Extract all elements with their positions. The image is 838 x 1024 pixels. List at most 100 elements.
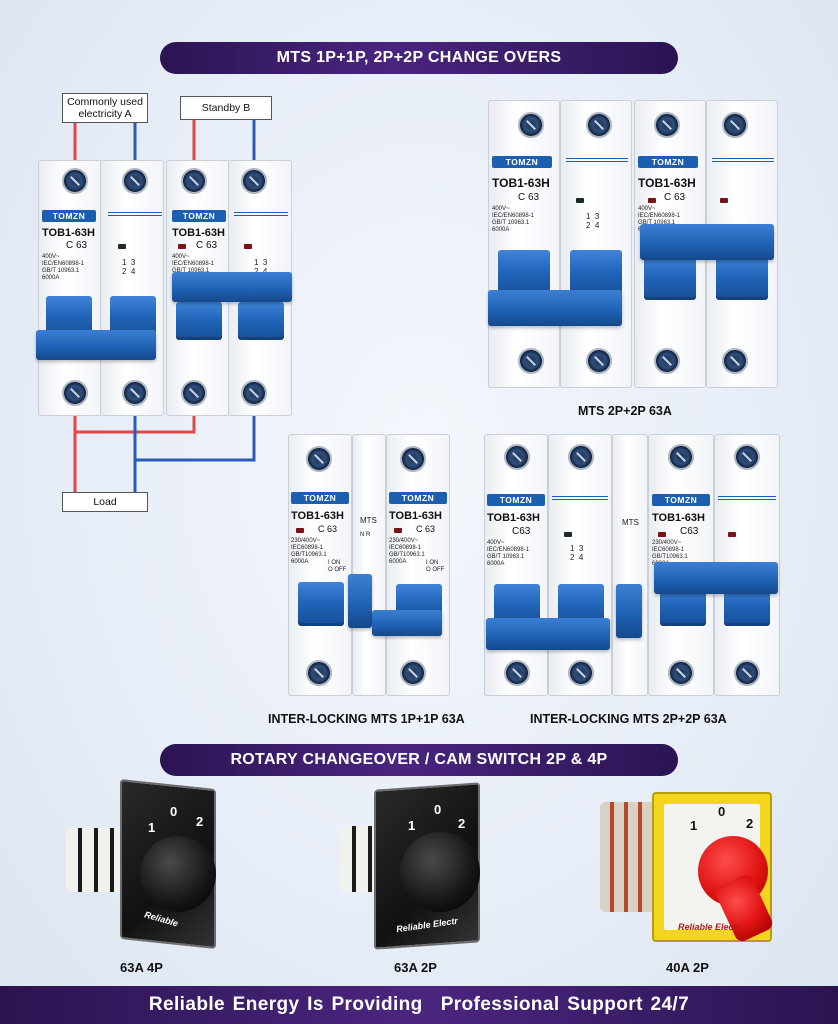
caption-rotary-63a-2p: 63A 2P	[394, 960, 437, 975]
rotary-switch-63a-4p: 1 0 2 Reliable	[60, 778, 220, 950]
model-label: TOB1-63H	[487, 512, 540, 524]
status-indicator	[244, 244, 252, 249]
toggle-lever[interactable]	[176, 302, 222, 340]
label-stripes	[712, 158, 774, 164]
toggle-lever[interactable]	[298, 582, 344, 626]
status-indicator	[564, 532, 572, 537]
footer-right-text: Professional Support 24/7	[440, 994, 690, 1015]
handle-tie-bar[interactable]	[36, 330, 156, 360]
toggle-lever[interactable]	[644, 256, 696, 300]
module	[352, 434, 386, 696]
position-label: 0	[170, 804, 178, 819]
terminal-screw-icon	[654, 348, 680, 374]
module	[38, 160, 102, 416]
model-label: TOB1-63H	[42, 227, 95, 239]
rating-label: C 63	[196, 240, 218, 251]
spec-text: 400V~ IEC/EN60898-1 GB/T 10963.1 6000A	[42, 254, 85, 281]
handle-tie-bar[interactable]	[488, 290, 622, 326]
rating-label: C 63	[416, 524, 436, 534]
callout-source-a-text: Commonly used electricity A	[67, 96, 143, 120]
brand-logo: TOMZN	[291, 492, 349, 504]
model-label: TOB1-63H	[389, 510, 442, 522]
label-stripes	[566, 158, 628, 164]
terminal-screw-icon	[518, 348, 544, 374]
status-indicator	[728, 532, 736, 537]
brand-logo: TOMZN	[172, 210, 226, 222]
module	[386, 434, 450, 696]
terminal-marks: 1 3 2 4	[122, 258, 136, 276]
terminal-screw-icon	[568, 660, 594, 686]
label-stripes	[552, 496, 608, 502]
terminal-screw-icon	[668, 660, 694, 686]
rotary-knob[interactable]	[400, 832, 480, 912]
terminal-screw-icon	[400, 446, 426, 472]
terminal-marks: 1 3 2 4	[570, 544, 584, 562]
handle-tie-bar[interactable]	[640, 224, 774, 260]
brand-logo: TOMZN	[652, 494, 710, 506]
plate-brand: Reliable Electr	[678, 922, 741, 932]
status-indicator	[658, 532, 666, 537]
terminal-screw-icon	[504, 660, 530, 686]
module	[560, 100, 632, 388]
status-indicator	[178, 244, 186, 249]
rating-label: C63	[512, 526, 531, 537]
section-banner-rotary: ROTARY CHANGEOVER / CAM SWITCH 2P & 4P	[160, 744, 678, 776]
interlock-arm[interactable]	[616, 584, 642, 638]
caption-interlock-2p2p: INTER-LOCKING MTS 2P+2P 63A	[530, 712, 727, 726]
brand-logo: TOMZN	[42, 210, 96, 222]
terminal-marks: 1 3 2 4	[586, 212, 600, 230]
caption-rotary-40a-2p: 40A 2P	[666, 960, 709, 975]
callout-source-b-text: Standby B	[201, 102, 251, 114]
caption-interlock-1p1p: INTER-LOCKING MTS 1P+1P 63A	[268, 712, 465, 726]
terminal-marks: 1 3 2 4	[254, 258, 268, 276]
status-indicator	[720, 198, 728, 203]
terminal-screw-icon	[734, 444, 760, 470]
rating-label: C 63	[518, 192, 540, 203]
callout-source-a: Commonly used electricity A	[62, 93, 148, 123]
section-banner-mts: MTS 1P+1P, 2P+2P CHANGE OVERS	[160, 42, 678, 74]
interlock-1p1p-breaker: TOMZN TOMZN TOB1-63H TOB1-63H MTS N R C …	[288, 434, 450, 696]
cam-stack	[600, 802, 660, 912]
rating-label: C63	[680, 526, 699, 537]
terminal-screw-icon	[306, 446, 332, 472]
rotary-switch-63a-2p: 1 0 2 Reliable Electr	[338, 782, 498, 950]
brand-logo: TOMZN	[389, 492, 447, 504]
module	[288, 434, 352, 696]
terminal-screw-icon	[504, 444, 530, 470]
position-label: 1	[690, 818, 698, 833]
footer-left-text: Reliable Energy Is Providing	[148, 994, 423, 1015]
status-indicator	[648, 198, 656, 203]
footer-bar: Reliable Energy Is Providing Professiona…	[0, 986, 838, 1024]
label-stripes	[108, 212, 162, 218]
mts-breaker-wired: TOMZN TOMZN TOB1-63H TOB1-63H C 63 C 63 …	[36, 160, 294, 416]
terminal-screw-icon	[586, 348, 612, 374]
terminal-screw-icon	[122, 380, 148, 406]
spec-text: 230/400V~ IEC60898-1 GB/T10963.1 6000A	[389, 538, 425, 565]
callout-load-text: Load	[93, 496, 117, 508]
interlock-arm[interactable]	[348, 574, 372, 628]
handle-tie-bar[interactable]	[372, 610, 442, 636]
terminal-screw-icon	[181, 380, 207, 406]
toggle-lever[interactable]	[238, 302, 284, 340]
status-indicator	[576, 198, 584, 203]
model-label: TOB1-63H	[652, 512, 705, 524]
module	[484, 434, 548, 696]
rotary-knob[interactable]	[140, 836, 216, 912]
handle-tie-bar[interactable]	[486, 618, 610, 650]
callout-load: Load	[62, 492, 148, 512]
terminal-screw-icon	[62, 168, 88, 194]
rating-label: C 63	[664, 192, 686, 203]
mts-2p2p-breaker: TOMZN TOMZN TOB1-63H TOB1-63H C 63 C 63 …	[488, 100, 778, 388]
module	[100, 160, 164, 416]
toggle-lever[interactable]	[716, 256, 768, 300]
terminal-screw-icon	[722, 112, 748, 138]
handle-tie-bar[interactable]	[172, 272, 292, 302]
handle-tie-bar[interactable]	[654, 562, 778, 594]
terminal-screw-icon	[734, 660, 760, 686]
terminal-screw-icon	[568, 444, 594, 470]
spec-text: 400V~ IEC/EN60898-1 GB/T 10963.1 6000A	[492, 206, 535, 233]
rotary-switch-40a-2p: 1 0 2 Reliable Electr	[600, 788, 780, 948]
status-indicator	[296, 528, 304, 533]
interlock-2p2p-breaker: TOMZN TOMZN TOB1-63H TOB1-63H MTS C63 C6…	[484, 434, 780, 696]
terminal-screw-icon	[241, 380, 267, 406]
